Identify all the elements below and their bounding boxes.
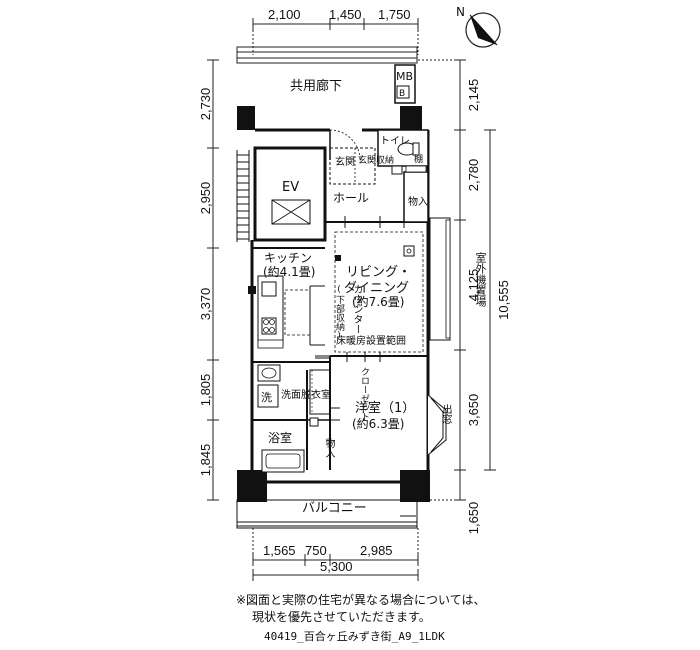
- dim-left-2: 2,950: [198, 182, 213, 215]
- label-genkan: 玄関: [335, 155, 355, 168]
- toilet-sink-icon: [391, 165, 403, 175]
- room-common-corridor: 共用廊下: [290, 78, 342, 94]
- label-bathroom: 浴室: [268, 430, 292, 445]
- right-dim-texts: 2,145 2,780 4,125 3,650 1,650 10,555: [466, 79, 511, 535]
- label-living-size: (約7.6畳): [352, 294, 404, 309]
- dim-bottom-1: 1,565: [263, 543, 296, 558]
- dim-left-4: 1,805: [198, 374, 213, 407]
- dim-right-3: 4,125: [466, 269, 481, 302]
- dim-right-2: 2,780: [466, 159, 481, 192]
- bottom-dimension-lines: [252, 528, 419, 581]
- north-compass-icon: N: [456, 5, 501, 48]
- label-storage2: 物入: [314, 437, 335, 458]
- dim-top-1: 2,100: [268, 7, 301, 22]
- door-marks: [315, 216, 405, 421]
- dim-right-total: 10,555: [496, 280, 511, 320]
- label-kitchen: キッチン: [264, 251, 312, 265]
- dim-bottom-2: 750: [305, 543, 327, 558]
- toilet-room: [377, 129, 429, 167]
- dim-left-5: 1,845: [198, 444, 213, 477]
- label-floor-heating: 床暖房設置範囲: [336, 334, 406, 347]
- dim-left-1: 2,730: [198, 88, 213, 121]
- label-balcony: バルコニー: [302, 501, 367, 516]
- label-dining: ダイニング: [344, 281, 409, 296]
- closet: [309, 369, 331, 415]
- plan-code: 40419_百合ヶ丘みずき街_A9_1LDK: [264, 630, 445, 643]
- counter-area: [284, 285, 325, 346]
- dim-right-5: 1,650: [466, 502, 481, 535]
- bathroom: [261, 417, 319, 473]
- label-ev: EV: [282, 180, 299, 195]
- dim-left-3: 3,370: [198, 288, 213, 321]
- hall-storage: [403, 165, 429, 223]
- disclaimer-line-2: 現状を優先させていただきます。: [252, 610, 431, 624]
- label-storage: 物入: [408, 195, 428, 208]
- right-dimension-lines: [418, 59, 496, 501]
- outdoor-unit-balcony: [429, 217, 451, 341]
- ev-shaft: [253, 146, 327, 242]
- compass-label: N: [456, 5, 465, 19]
- disclaimer-line-1: ※図面と実際の住宅が異なる場合については、: [236, 593, 486, 607]
- dim-bottom-total: 5,300: [320, 559, 353, 574]
- label-bedroom-size: (約6.3畳): [352, 416, 404, 431]
- label-mb: MB: [396, 70, 413, 83]
- corridor-outline: [236, 46, 418, 64]
- structural-columns: [237, 106, 430, 502]
- left-dimension-line: [207, 59, 219, 501]
- washroom: [257, 364, 281, 408]
- label-shelf: 棚: [414, 153, 423, 165]
- label-mb-b: B: [399, 89, 405, 99]
- dim-top-2: 1,450: [329, 7, 362, 22]
- dim-top-3: 1,750: [378, 7, 411, 22]
- label-bedroom: 洋室（1）: [355, 400, 415, 416]
- label-genkan-storage: 玄関収納: [358, 154, 394, 166]
- genkan-area: [329, 147, 376, 185]
- label-kitchen-size: (約4.1畳): [263, 264, 315, 279]
- top-dimension-line: [252, 18, 419, 55]
- label-washroom: 洗面脱衣室: [281, 388, 331, 401]
- kitchen-counter: [257, 275, 284, 349]
- living-dining: [334, 231, 424, 353]
- label-wash: 洗: [261, 391, 272, 404]
- dim-bottom-3: 2,985: [360, 543, 393, 558]
- bay-window: [427, 394, 447, 456]
- label-toilet: トイレ: [380, 136, 410, 147]
- left-dim-texts: 2,730 2,950 3,370 1,805 1,845: [198, 88, 213, 477]
- label-hall: ホール: [333, 191, 369, 205]
- mb-box: [394, 64, 416, 104]
- dim-right-1: 2,145: [466, 79, 481, 112]
- label-living: リビング・: [346, 265, 411, 280]
- dim-right-4: 3,650: [466, 394, 481, 427]
- balcony: [236, 499, 418, 529]
- ev-louvers: [236, 150, 250, 242]
